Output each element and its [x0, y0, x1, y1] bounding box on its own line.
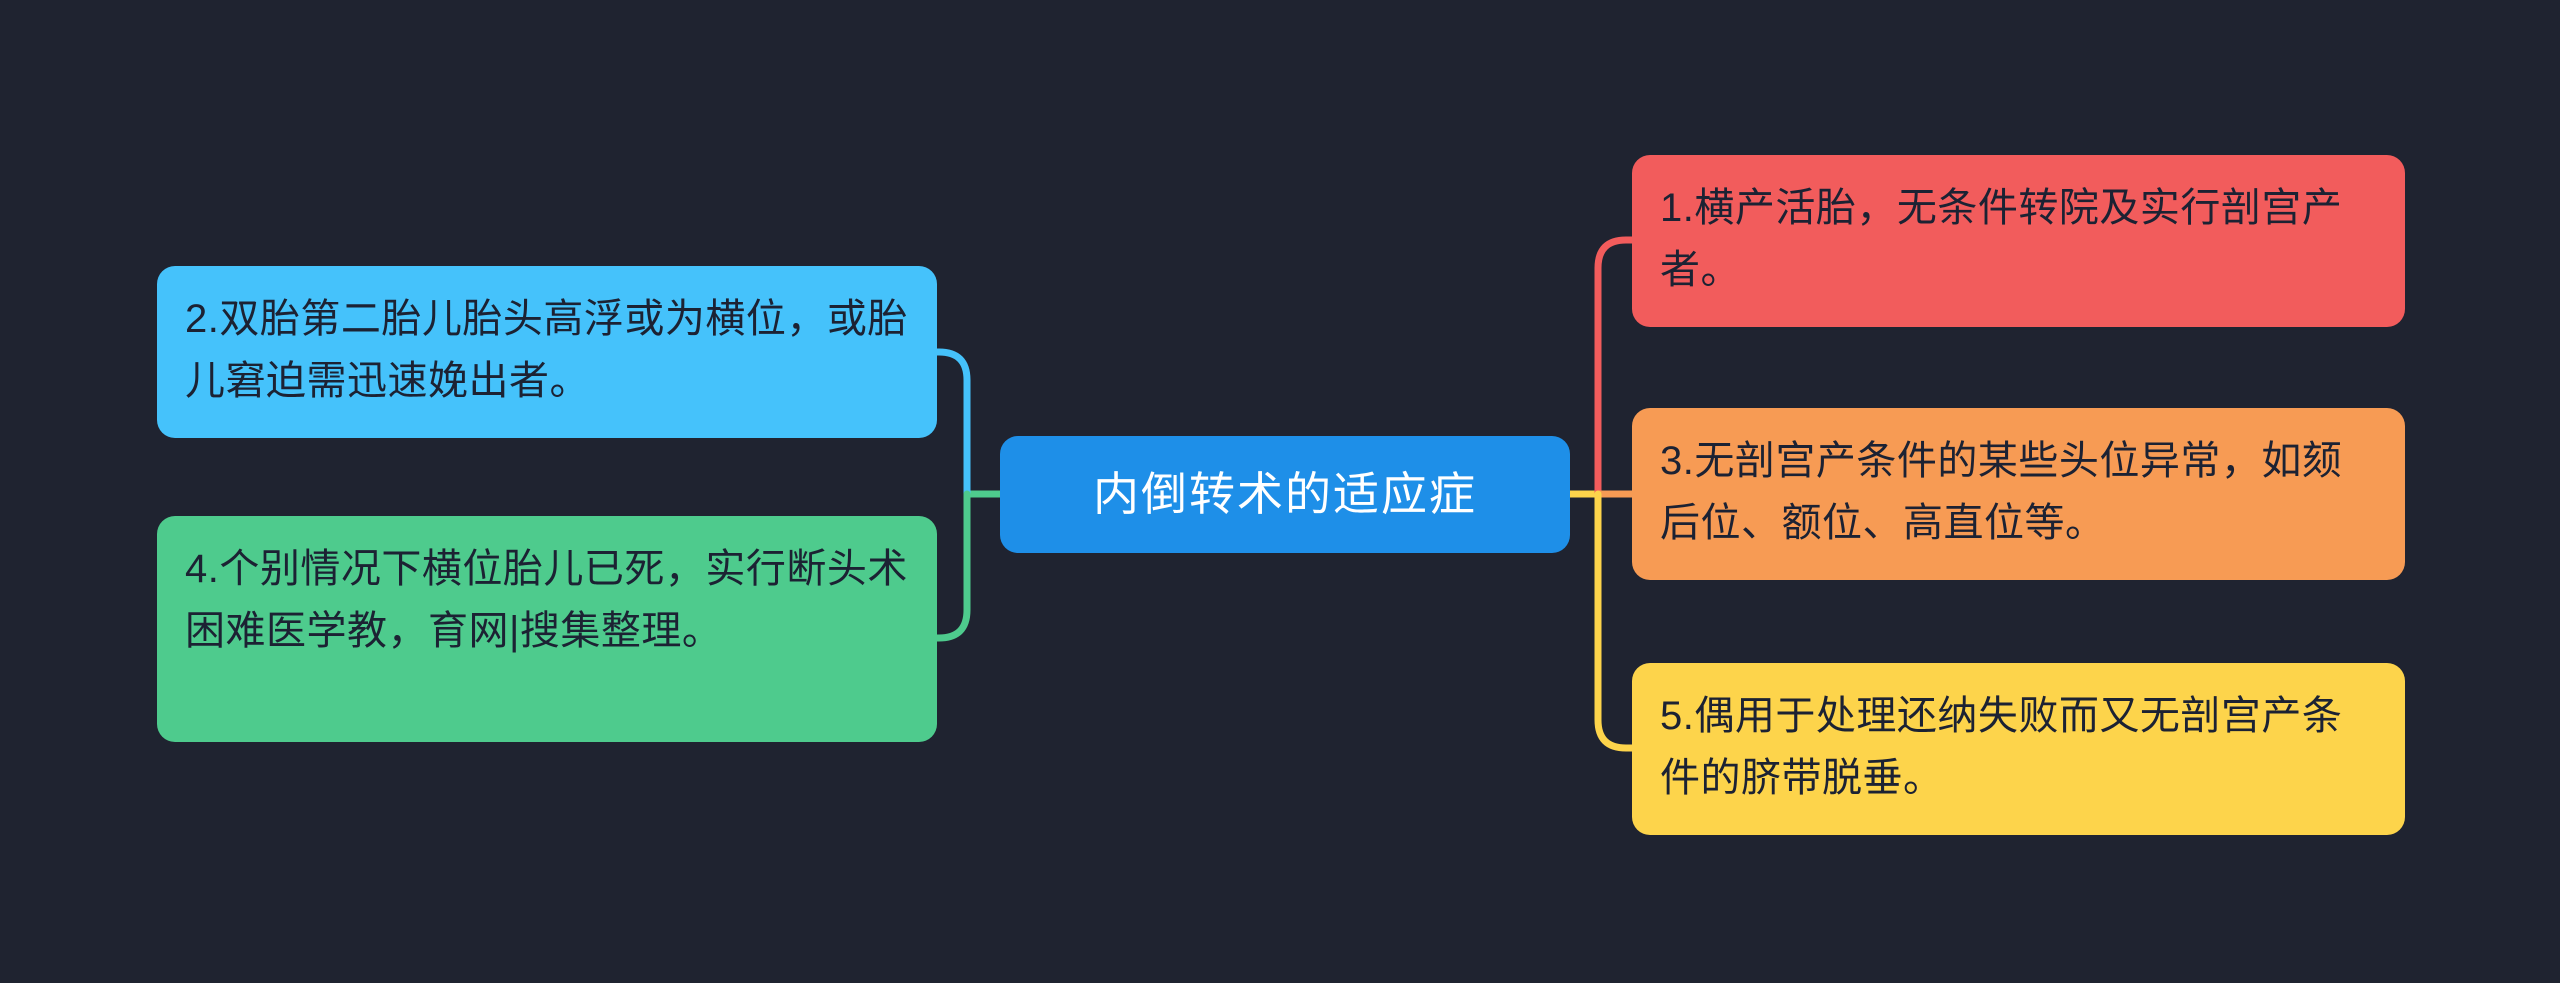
mindmap-node-5[interactable]: 5.偶用于处理还纳失败而又无剖宫产条件的脐带脱垂。	[1632, 663, 2405, 835]
mindmap-node-4-label: 4.个别情况下横位胎儿已死，实行断头术困难医学教，育网|搜集整理。	[185, 547, 908, 653]
connector-to-node-4	[933, 490, 971, 642]
mindmap-node-1-label: 1.横产活胎，无条件转院及实行剖宫产者。	[1660, 186, 2343, 292]
mindmap-node-1[interactable]: 1.横产活胎，无条件转院及实行剖宫产者。	[1632, 155, 2405, 327]
mindmap-root-label: 内倒转术的适应症	[1093, 467, 1477, 520]
mindmap-node-4[interactable]: 4.个别情况下横位胎儿已死，实行断头术困难医学教，育网|搜集整理。	[157, 516, 937, 742]
mindmap-node-2[interactable]: 2.双胎第二胎儿胎头高浮或为横位，或胎儿窘迫需迅速娩出者。	[157, 266, 937, 438]
mindmap-root-node[interactable]: 内倒转术的适应症	[1000, 436, 1570, 553]
mindmap-node-3[interactable]: 3.无剖宫产条件的某些头位异常，如颏后位、额位、高直位等。	[1632, 408, 2405, 580]
mindmap-node-3-label: 3.无剖宫产条件的某些头位异常，如颏后位、额位、高直位等。	[1660, 439, 2343, 545]
mindmap-node-5-label: 5.偶用于处理还纳失败而又无剖宫产条件的脐带脱垂。	[1660, 694, 2343, 800]
mindmap-node-2-label: 2.双胎第二胎儿胎头高浮或为横位，或胎儿窘迫需迅速娩出者。	[185, 297, 908, 403]
connector-to-node-2	[933, 348, 971, 498]
connector-to-node-1	[1594, 236, 1636, 498]
connector-to-node-5	[1594, 490, 1636, 752]
